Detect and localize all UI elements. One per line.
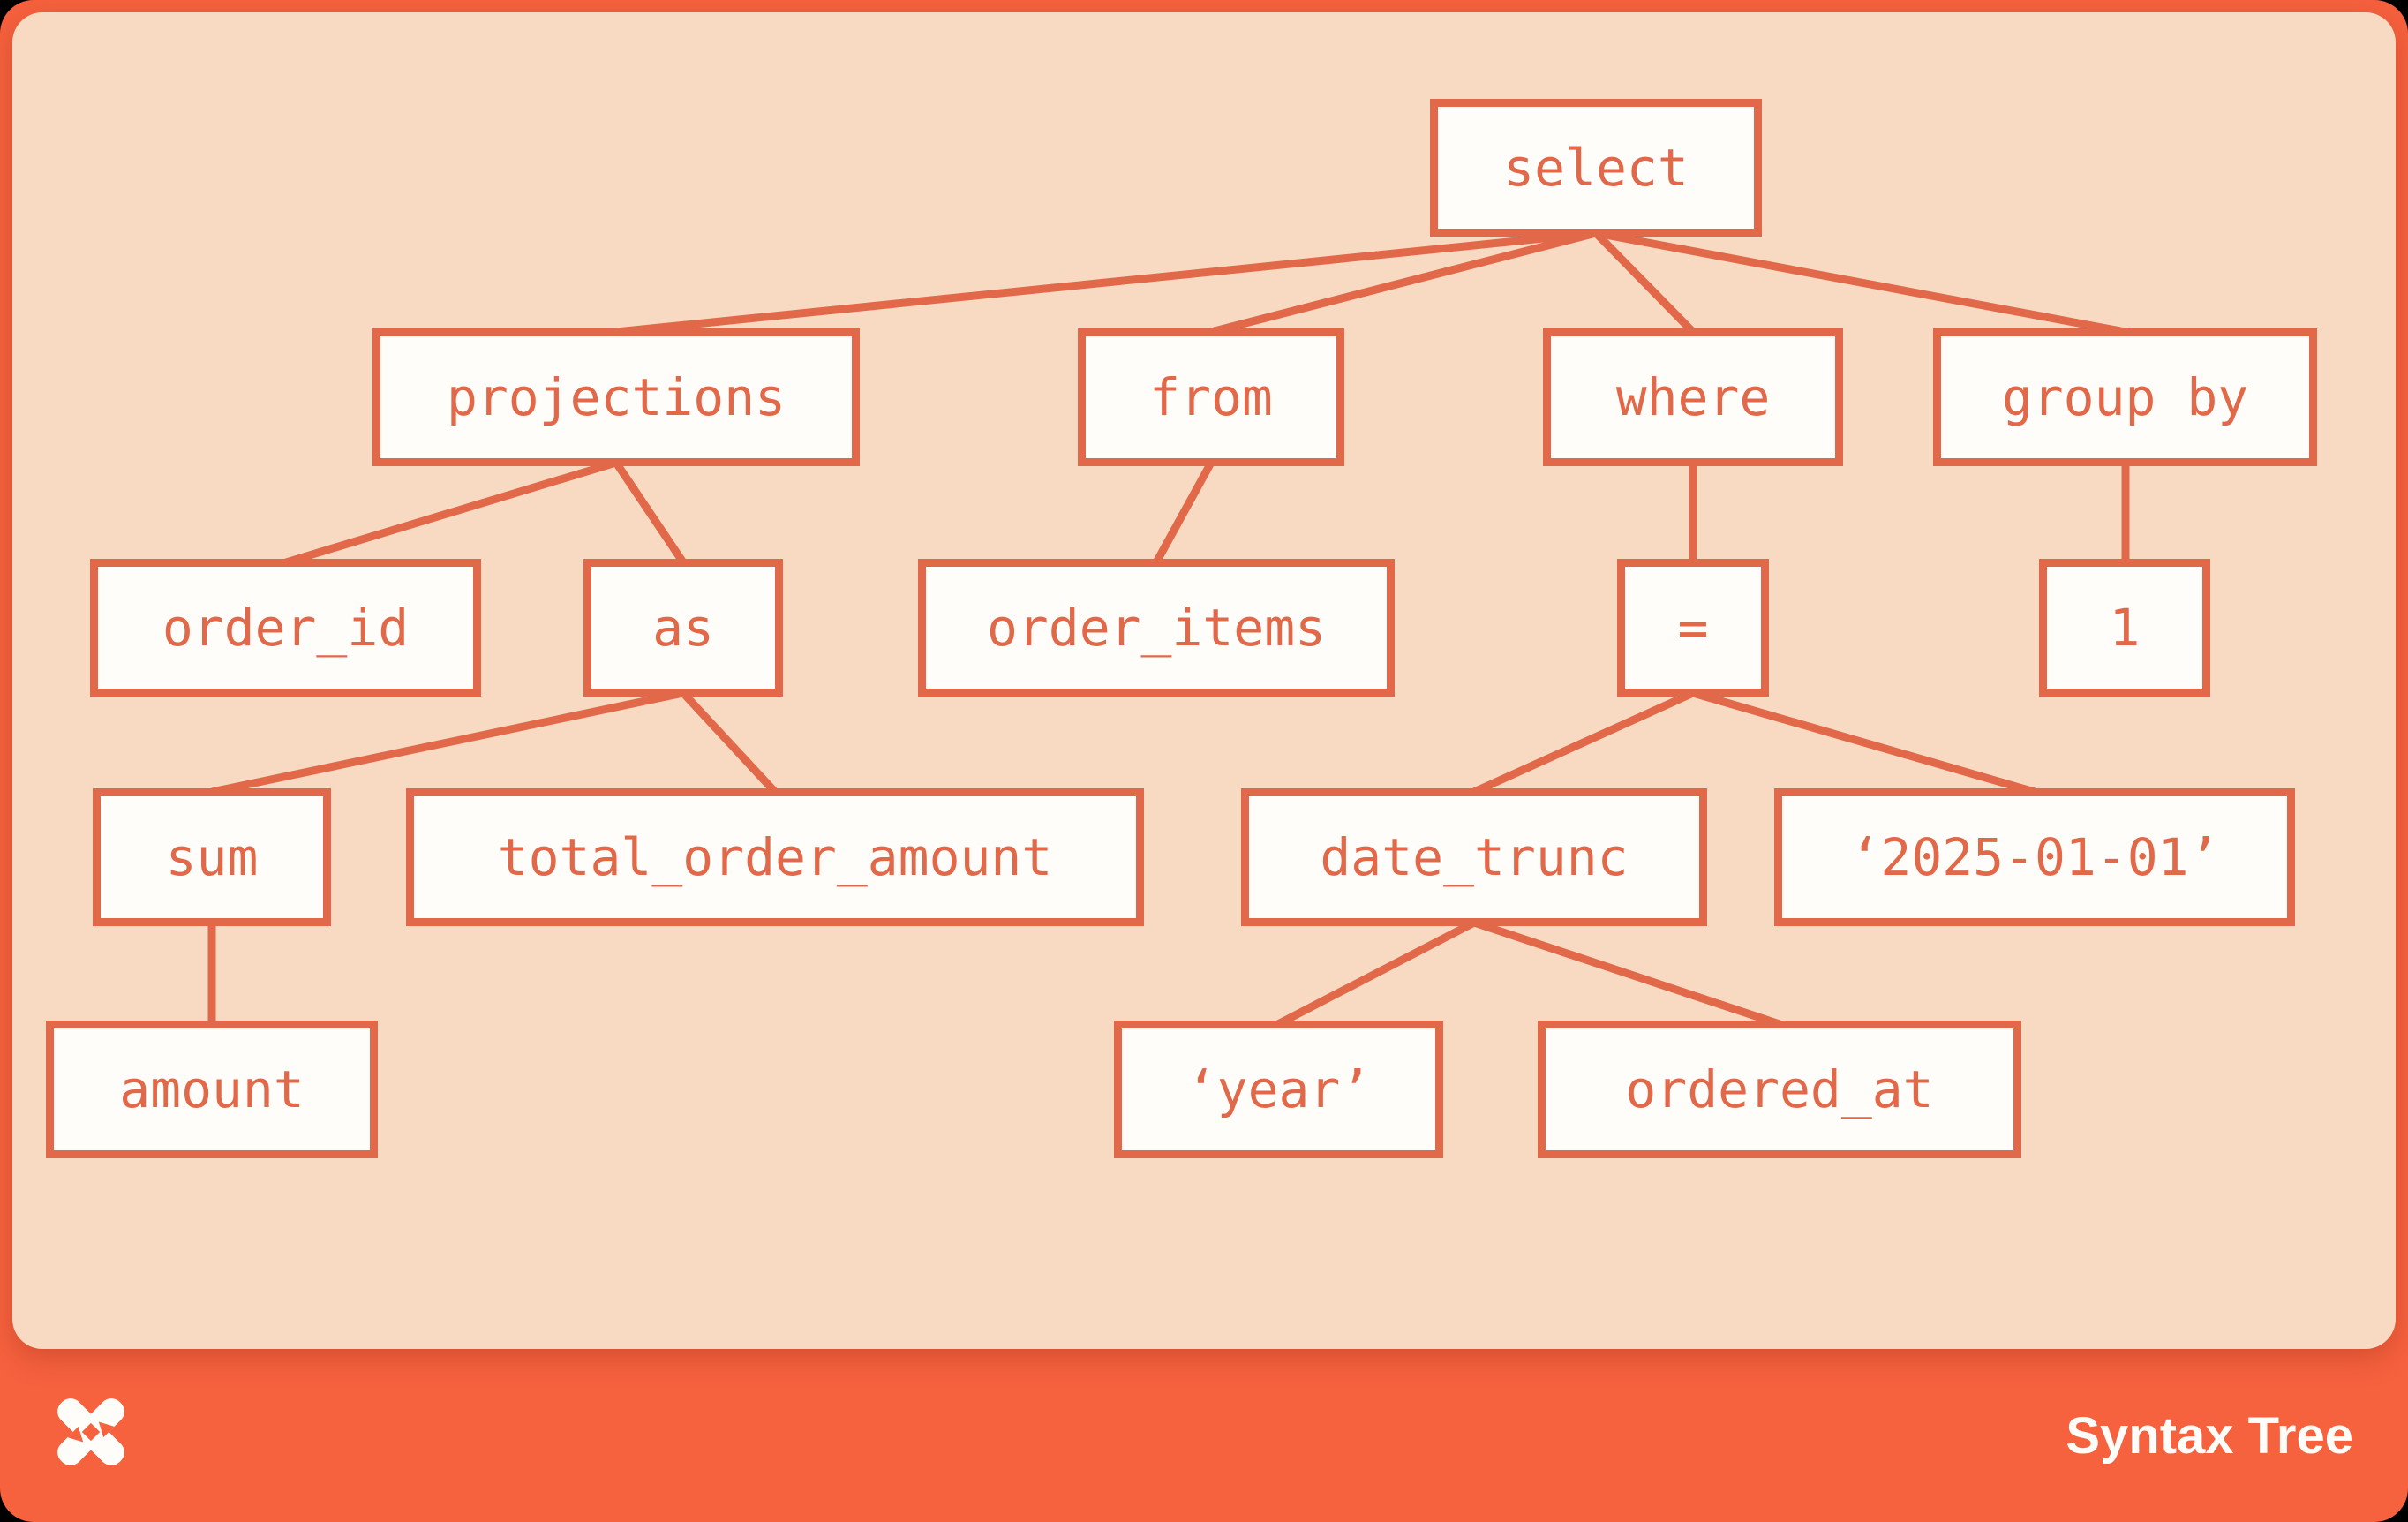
node-year-literal: ‘year’ <box>1114 1021 1443 1158</box>
node-from-label: from <box>1149 367 1273 427</box>
node-date-trunc: date_trunc <box>1241 788 1707 926</box>
node-one: 1 <box>2039 559 2210 697</box>
node-ordered-at: ordered_at <box>1538 1021 2021 1158</box>
node-total-order-amount-label: total_order_amount <box>497 827 1053 887</box>
node-sum: sum <box>93 788 331 926</box>
node-as: as <box>583 559 783 697</box>
node-order-items: order_items <box>918 559 1395 697</box>
node-amount-label: amount <box>119 1059 305 1119</box>
node-eq-label: = <box>1677 598 1709 658</box>
node-sum-label: sum <box>165 827 259 887</box>
node-as-label: as <box>652 598 714 658</box>
node-where: where <box>1543 328 1843 466</box>
node-one-label: 1 <box>2109 598 2141 658</box>
node-year-literal-label: ‘year’ <box>1185 1059 1372 1119</box>
node-projections-label: projections <box>446 367 786 427</box>
brand-wordmark: Syntax Tree <box>2066 1406 2353 1465</box>
node-order-id: order_id <box>90 559 481 697</box>
node-eq: = <box>1617 559 1769 697</box>
node-order-items-label: order_items <box>986 598 1327 658</box>
node-select: select <box>1430 99 1762 237</box>
node-date-literal: ‘2025-01-01’ <box>1774 788 2295 926</box>
node-order-id-label: order_id <box>162 598 410 658</box>
node-group-by-label: group by <box>2001 367 2249 427</box>
node-amount: amount <box>46 1021 378 1158</box>
node-from: from <box>1078 328 1344 466</box>
footer-bar <box>0 1349 2408 1522</box>
node-select-label: select <box>1503 138 1689 198</box>
node-group-by: group by <box>1933 328 2317 466</box>
node-total-order-amount: total_order_amount <box>406 788 1144 926</box>
node-projections: projections <box>372 328 860 466</box>
node-date-trunc-label: date_trunc <box>1320 827 1629 887</box>
shuriken-star-icon <box>57 1398 124 1465</box>
node-date-literal-label: ‘2025-01-01’ <box>1849 827 2220 887</box>
node-where-label: where <box>1615 367 1771 427</box>
node-ordered-at-label: ordered_at <box>1625 1059 1934 1119</box>
